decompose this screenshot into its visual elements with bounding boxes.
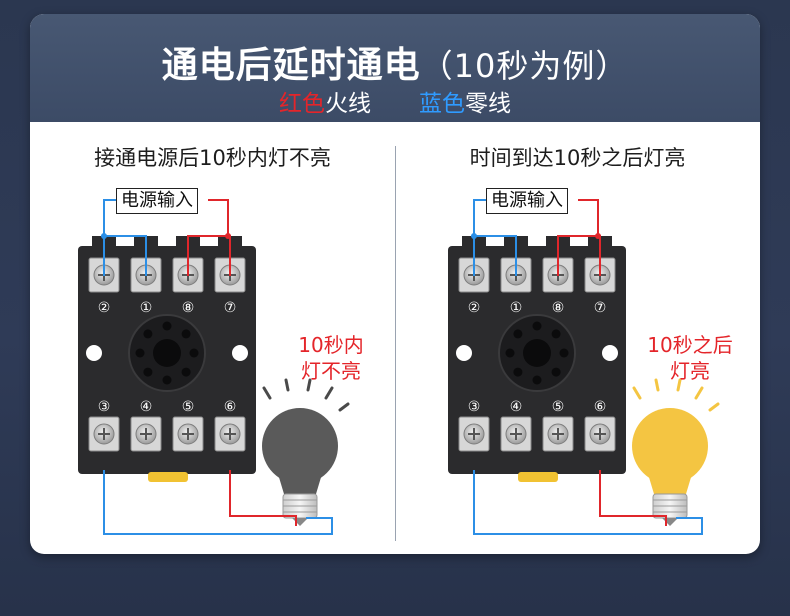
- title-main: 通电后延时通电: [161, 45, 421, 86]
- socket-pin-hole: [162, 375, 172, 385]
- wire-junction: [225, 233, 231, 239]
- note-right: 10秒之后 灯亮: [635, 332, 745, 384]
- bulb-neck: [278, 474, 322, 494]
- live-wire: [187, 235, 228, 276]
- socket-pin-hole: [559, 348, 569, 358]
- bulb-tip: [292, 518, 308, 526]
- note-right-line1: 10秒之后: [647, 333, 733, 357]
- light-ray: [676, 378, 682, 392]
- neutral-wire: [473, 199, 490, 276]
- socket-panel-right: [448, 199, 720, 535]
- diagram-card: 通电后延时通电（10秒为例） 红色火线 蓝色零线 接通电源后10秒内灯不亮 时间到…: [30, 14, 760, 554]
- socket-pin-hole: [551, 329, 561, 339]
- panel-heading-right: 时间到达10秒之后灯亮: [469, 146, 686, 170]
- mount-hole: [86, 345, 102, 361]
- terminal-label: ⑥: [593, 399, 607, 415]
- socket-panel-left: [78, 199, 350, 535]
- legend-red-label: 红色: [279, 91, 325, 117]
- mount-hole: [456, 345, 472, 361]
- socket-pin-hole: [551, 367, 561, 377]
- light-ray: [338, 402, 350, 412]
- wire-junction: [471, 233, 477, 239]
- terminal-label: ⑥: [223, 399, 237, 415]
- socket-center-hole: [153, 339, 181, 367]
- socket-pin-hole: [143, 329, 153, 339]
- terminal-label: ⑤: [181, 399, 195, 415]
- light-ray: [262, 386, 272, 400]
- wiring-diagram: [78, 199, 720, 535]
- terminal-label: ②: [467, 300, 481, 316]
- bulb-neck: [648, 474, 692, 494]
- terminal-label: ⑧: [181, 300, 195, 316]
- power-input-label-right: 电源输入: [486, 188, 568, 214]
- socket-pin-hole: [513, 367, 523, 377]
- light-ray: [654, 378, 660, 392]
- light-ray: [284, 378, 290, 392]
- note-right-line2: 灯亮: [670, 359, 710, 383]
- live-wire: [557, 235, 598, 276]
- card-header: 通电后延时通电（10秒为例） 红色火线 蓝色零线: [30, 14, 760, 122]
- power-input-label-left: 电源输入: [116, 188, 198, 214]
- socket-pin-hole: [181, 367, 191, 377]
- terminal-label: ④: [139, 399, 153, 415]
- socket-center-hole: [523, 339, 551, 367]
- wire-legend: 红色火线 蓝色零线: [30, 84, 760, 118]
- light-ray: [708, 402, 720, 412]
- neutral-wire: [104, 235, 147, 276]
- terminal-label: ①: [509, 300, 523, 316]
- light-bulb-icon: [632, 408, 708, 484]
- socket-pin-hole: [505, 348, 515, 358]
- socket-pin-hole: [532, 321, 542, 331]
- terminal-label: ③: [97, 399, 111, 415]
- page-title: 通电后延时通电（10秒为例）: [30, 36, 760, 88]
- terminal-label: ⑤: [551, 399, 565, 415]
- panel-heading-left: 接通电源后10秒内灯不亮: [94, 146, 331, 170]
- terminal-label: ⑧: [551, 300, 565, 316]
- terminal-label: ③: [467, 399, 481, 415]
- terminal-label: ⑦: [593, 300, 607, 316]
- legend-blue-label: 蓝色: [419, 91, 465, 117]
- light-ray: [324, 386, 334, 400]
- terminal-label: ②: [97, 300, 111, 316]
- bulb-tip: [662, 518, 678, 526]
- light-ray: [306, 378, 312, 392]
- light-bulb-icon: [262, 408, 338, 484]
- note-left-line1: 10秒内: [298, 333, 364, 357]
- note-left-line2: 灯不亮: [301, 359, 361, 383]
- release-clip: [148, 472, 188, 482]
- release-clip: [518, 472, 558, 482]
- socket-pin-hole: [532, 375, 542, 385]
- mount-hole: [602, 345, 618, 361]
- terminal-label: ①: [139, 300, 153, 316]
- note-left: 10秒内 灯不亮: [276, 332, 386, 384]
- wire-junction: [595, 233, 601, 239]
- neutral-wire: [103, 199, 120, 276]
- neutral-wire: [474, 235, 517, 276]
- socket-pin-hole: [135, 348, 145, 358]
- legend-red-desc: 火线: [325, 91, 371, 117]
- socket-pin-hole: [162, 321, 172, 331]
- socket-pin-hole: [513, 329, 523, 339]
- socket-pin-hole: [181, 329, 191, 339]
- panel-divider: [395, 146, 396, 541]
- socket-pin-hole: [143, 367, 153, 377]
- wire-junction: [101, 233, 107, 239]
- live-wire-load: [229, 470, 297, 526]
- neutral-wire-load: [473, 470, 703, 535]
- live-wire-load: [599, 470, 667, 526]
- socket-pin-hole: [189, 348, 199, 358]
- mount-hole: [232, 345, 248, 361]
- title-suffix: （10秒为例）: [420, 47, 629, 85]
- legend-blue-desc: 零线: [465, 91, 511, 117]
- terminal-label: ⑦: [223, 300, 237, 316]
- neutral-wire-load: [103, 470, 333, 535]
- light-ray: [632, 386, 642, 400]
- terminal-label: ④: [509, 399, 523, 415]
- light-ray: [694, 386, 704, 400]
